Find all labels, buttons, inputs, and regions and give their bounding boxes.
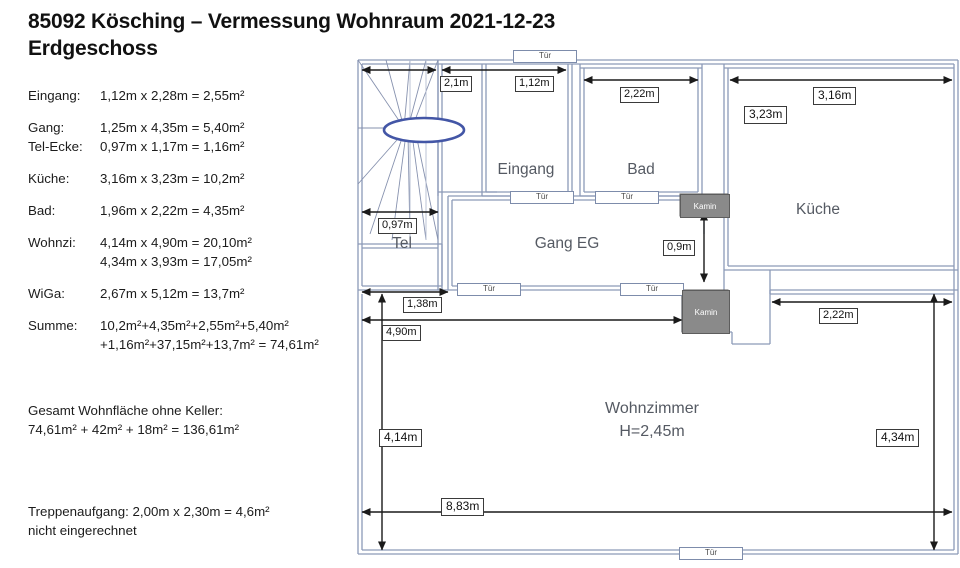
legend-value-gang: 1,25m x 4,35m = 5,40m² — [100, 120, 245, 135]
dimension-label-wohnzimmer-bottom: 8,83m — [441, 498, 485, 516]
legend-group-total: Gesamt Wohnfläche ohne Keller: 74,61m² +… — [28, 401, 358, 439]
legend-label-wiga: WiGa: — [28, 286, 65, 301]
room-label-tel: Tel — [392, 235, 412, 252]
legend-row-bad: Bad: 1,96m x 2,22m = 4,35m² — [28, 201, 358, 220]
legend-group-summe: Summe: 10,2m²+4,35m²+2,55m²+5,40m² +1,16… — [28, 316, 358, 354]
legend-value-wiga: 2,67m x 5,12m = 13,7m² — [100, 286, 245, 301]
floorplan-drawing: Eingang Bad Küche Tel Gang EG Wohnzimmer… — [352, 44, 960, 566]
legend-value-eingang: 1,12m x 2,28m = 2,55m² — [100, 88, 245, 103]
legend-stair-note-line-2: nicht eingerechnet — [28, 523, 137, 538]
legend-value-bad: 1,96m x 2,22m = 4,35m² — [100, 203, 245, 218]
floorplan-svg — [357, 59, 959, 555]
legend-spacer-1 — [28, 367, 358, 401]
legend-total-heading: Gesamt Wohnfläche ohne Keller: — [28, 403, 223, 418]
dimension-label-bad-width: 2,22m — [620, 87, 659, 103]
dimension-label-wohnzimmer-left: 4,14m — [379, 429, 423, 447]
door-label-gang-left: Tür — [457, 283, 521, 296]
legend-value-summe-1: 10,2m²+4,35m²+2,55m²+5,40m² — [100, 318, 289, 333]
legend-group-stair-note: Treppenaufgang: 2,00m x 2,30m = 4,6m² ni… — [28, 502, 358, 540]
legend-group-gang: Gang: 1,25m x 4,35m = 5,40m² Tel-Ecke: 0… — [28, 118, 358, 156]
legend-stair-note-line-1: Treppenaufgang: 2,00m x 2,30m = 4,6m² — [28, 504, 270, 519]
room-label-wohnzimmer-height: H=2,45m — [619, 423, 685, 440]
legend-row-kueche: Küche: 3,16m x 3,23m = 10,2m² — [28, 169, 358, 188]
legend-label-gang: Gang: — [28, 120, 65, 135]
room-label-wohnzimmer: Wohnzimmer — [605, 400, 699, 417]
dimension-label-stair-width: 2,1m — [440, 76, 473, 92]
dimension-label-eingang-width: 1,12m — [515, 76, 554, 92]
page-title: 85092 Kösching – Vermessung Wohnraum 202… — [28, 8, 628, 62]
dimension-label-kamin-gap: 0,9m — [663, 240, 696, 256]
stair-tread-11 — [415, 133, 439, 241]
room-label-eingang: Eingang — [497, 161, 555, 178]
door-label-bad-bottom: Tür — [595, 191, 659, 204]
door-label-eingang-bottom: Tür — [510, 191, 574, 204]
dimension-label-gang-left: 1,38m — [403, 297, 442, 313]
legend-row-eingang: Eingang: 1,12m x 2,28m = 2,55m² — [28, 86, 358, 105]
room-label-bad: Bad — [627, 161, 655, 178]
room-label-gang-eg: Gang EG — [534, 235, 600, 252]
measurement-legend: Eingang: 1,12m x 2,28m = 2,55m² Gang: 1,… — [28, 86, 358, 553]
legend-total-value: 74,61m² + 42m² + 18m² = 136,61m² — [28, 422, 240, 437]
legend-group-kueche: Küche: 3,16m x 3,23m = 10,2m² — [28, 169, 358, 188]
legend-row-wohnzi-2: 4,34m x 3,93m = 17,05m² — [28, 252, 358, 271]
stairwell-opening-ellipse — [382, 116, 466, 144]
legend-label-eingang: Eingang: — [28, 88, 81, 103]
legend-label-tel-ecke: Tel-Ecke: — [28, 139, 83, 154]
dimension-label-kueche-width: 3,16m — [813, 87, 857, 105]
title-line-2: Erdgeschoss — [28, 37, 158, 60]
legend-label-kueche: Küche: — [28, 171, 70, 186]
legend-row-wiga: WiGa: 2,67m x 5,12m = 13,7m² — [28, 284, 358, 303]
legend-spacer-2 — [28, 452, 358, 486]
kamin-label-upper: Kamin — [680, 194, 730, 218]
title-line-1: 85092 Kösching – Vermessung Wohnraum 202… — [28, 10, 556, 33]
legend-value-tel-ecke: 0,97m x 1,17m = 1,16m² — [100, 139, 245, 154]
legend-group-wohnzimmer: Wohnzi: 4,14m x 4,90m = 20,10m² 4,34m x … — [28, 233, 358, 271]
room-label-kueche: Küche — [796, 201, 840, 218]
legend-group-wiga: WiGa: 2,67m x 5,12m = 13,7m² — [28, 284, 358, 303]
stair-tread-7 — [369, 131, 405, 235]
kamin-label-lower: Kamin — [682, 290, 730, 334]
dimension-label-tel-width: 0,97m — [378, 218, 417, 234]
legend-row-summe-2: +1,16m²+37,15m²+13,7m² = 74,61m² — [28, 335, 358, 354]
legend-row-summe-1: Summe: 10,2m²+4,35m²+2,55m²+5,40m² — [28, 316, 358, 335]
legend-value-wohnzi-2: 4,34m x 3,93m = 17,05m² — [100, 254, 252, 269]
legend-spacer-3 — [28, 486, 358, 502]
dimension-label-wohnzimmer-top: 4,90m — [382, 325, 421, 341]
legend-label-wohnzi: Wohnzi: — [28, 235, 76, 250]
dimension-label-kueche-offset: 2,22m — [819, 308, 858, 324]
stair-tread-10 — [411, 133, 427, 241]
dimension-label-kueche-depth: 3,23m — [744, 106, 788, 124]
legend-label-wohnzi-cont — [28, 252, 100, 271]
stair-tread-6 — [357, 131, 405, 185]
door-label-wohnzimmer-bottom: Tür — [679, 547, 743, 560]
legend-group-eingang: Eingang: 1,12m x 2,28m = 2,55m² — [28, 86, 358, 105]
legend-row-tel-ecke: Tel-Ecke: 0,97m x 1,17m = 1,16m² — [28, 137, 358, 156]
legend-row-wohnzi-1: Wohnzi: 4,14m x 4,90m = 20,10m² — [28, 233, 358, 252]
legend-label-summe: Summe: — [28, 318, 78, 333]
legend-value-kueche: 3,16m x 3,23m = 10,2m² — [100, 171, 245, 186]
staircase-group — [357, 59, 439, 241]
legend-group-bad: Bad: 1,96m x 2,22m = 4,35m² — [28, 201, 358, 220]
door-label-eingang-top: Tür — [513, 50, 577, 63]
legend-value-summe-2: +1,16m²+37,15m²+13,7m² = 74,61m² — [100, 337, 319, 352]
legend-label-bad: Bad: — [28, 203, 56, 218]
legend-value-wohnzi-1: 4,14m x 4,90m = 20,10m² — [100, 235, 252, 250]
dimension-lines-group — [361, 66, 953, 551]
dimension-label-wohnzimmer-right: 4,34m — [876, 429, 920, 447]
legend-label-summe-cont — [28, 335, 100, 354]
door-label-gang-right: Tür — [620, 283, 684, 296]
legend-row-gang: Gang: 1,25m x 4,35m = 5,40m² — [28, 118, 358, 137]
